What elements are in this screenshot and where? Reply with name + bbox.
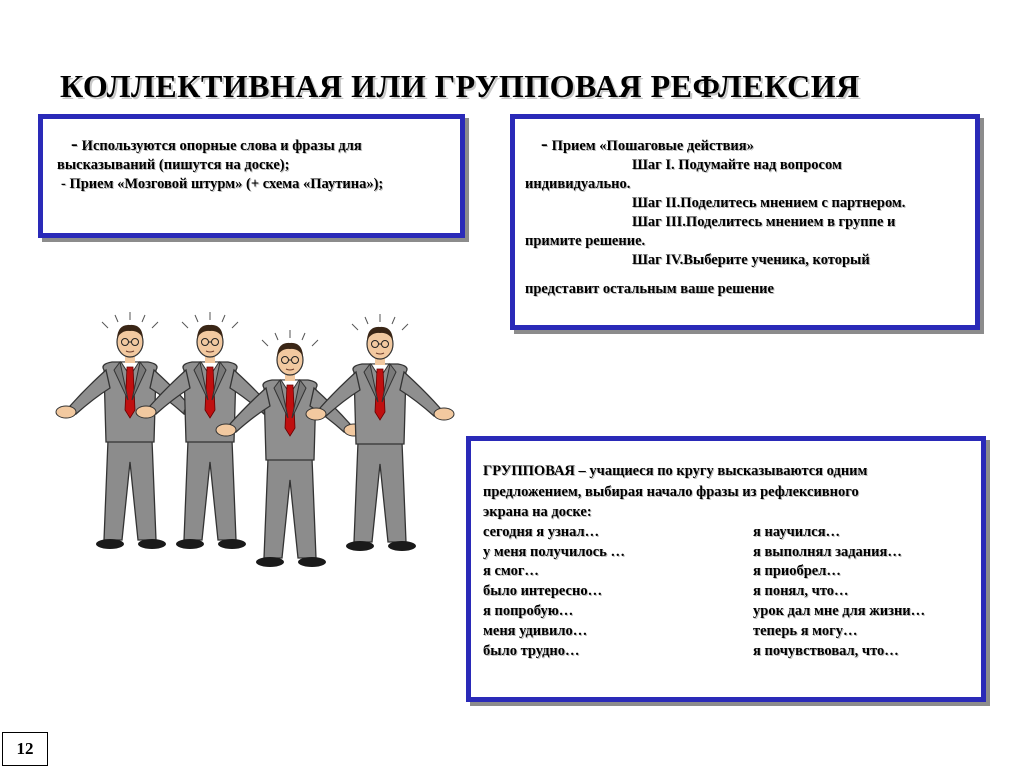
phrase-right: я почувствовал, что… — [753, 642, 899, 659]
phrase-left: я попробую… — [483, 602, 574, 619]
phrase-column-left: сегодня я узнал… у меня получилось … я с… — [483, 523, 753, 662]
step2-line: Шаг II.Поделитесь мнением с партнером. — [632, 195, 906, 211]
phrase-column-right: я научился… я выполнял задания… я приобр… — [753, 523, 925, 662]
brainstorm-box: -Используются опорные слова и фразы для … — [38, 114, 465, 238]
man-figure — [135, 311, 285, 550]
phrase-left: было интересно… — [483, 583, 603, 600]
box1-line2: высказываний (пишутся на доске); — [57, 157, 290, 173]
phrase-left: сегодня я узнал… — [483, 523, 600, 540]
box1-line1: -Используются опорные слова и фразы для — [57, 133, 450, 156]
step4-line-a: Шаг IV.Выберите ученика, который — [632, 252, 870, 268]
phrase-right: я приобрел… — [753, 563, 841, 580]
step1-line-a: Шаг I. Подумайте над вопросом — [632, 157, 842, 173]
slide-title: КОЛЛЕКТИВНАЯ ИЛИ ГРУППОВАЯ РЕФЛЕКСИЯ — [60, 68, 860, 104]
man-figure — [55, 311, 205, 550]
phrase-right: я понял, что… — [753, 583, 849, 600]
step-actions-box: -Прием «Пошаговые действия» Шаг I. Подум… — [510, 114, 980, 330]
box2-heading: -Прием «Пошаговые действия» — [525, 133, 965, 156]
step3-line-a: Шаг III.Поделитесь мнением в группе и — [632, 214, 896, 230]
man-figure — [215, 329, 365, 568]
phrase-right: урок дал мне для жизни… — [753, 602, 926, 619]
phrase-left: я смог… — [483, 563, 539, 580]
box3-intro-3: экрана на доске: — [483, 504, 592, 520]
step3-line-b: примите решение. — [525, 233, 646, 249]
phrase-right: я выполнял задания… — [753, 543, 902, 560]
box3-intro-1: ГРУППОВАЯ – учащиеся по кругу высказываю… — [483, 463, 868, 479]
box1-line3: - Прием «Мозговой штурм» (+ схема «Паути… — [61, 176, 384, 192]
bullet-dash: - — [541, 133, 548, 155]
phrase-right: теперь я могу… — [753, 622, 858, 639]
group-reflection-box: ГРУППОВАЯ – учащиеся по кругу высказываю… — [466, 436, 986, 702]
phrase-right: я научился… — [753, 523, 841, 540]
step4-line-b: представит остальным ваше решение — [525, 281, 774, 297]
box3-intro-2: предложением, выбирая начало фразы из ре… — [483, 484, 859, 500]
phrase-left: меня удивило… — [483, 622, 588, 639]
box1-line1-text: Используются опорные слова и фразы для — [81, 138, 362, 154]
phrase-left: у меня получилось … — [483, 543, 625, 560]
four-businessmen-illustration — [55, 311, 455, 568]
phrase-left: было трудно… — [483, 642, 580, 659]
bullet-dash: - — [71, 133, 78, 155]
box2-heading-text: Прием «Пошаговые действия» — [551, 138, 754, 154]
man-figure — [305, 313, 455, 552]
phrase-columns: сегодня я узнал… у меня получилось … я с… — [483, 523, 971, 662]
step1-line-b: индивидуально. — [525, 176, 631, 192]
page-number: 12 — [2, 732, 48, 766]
